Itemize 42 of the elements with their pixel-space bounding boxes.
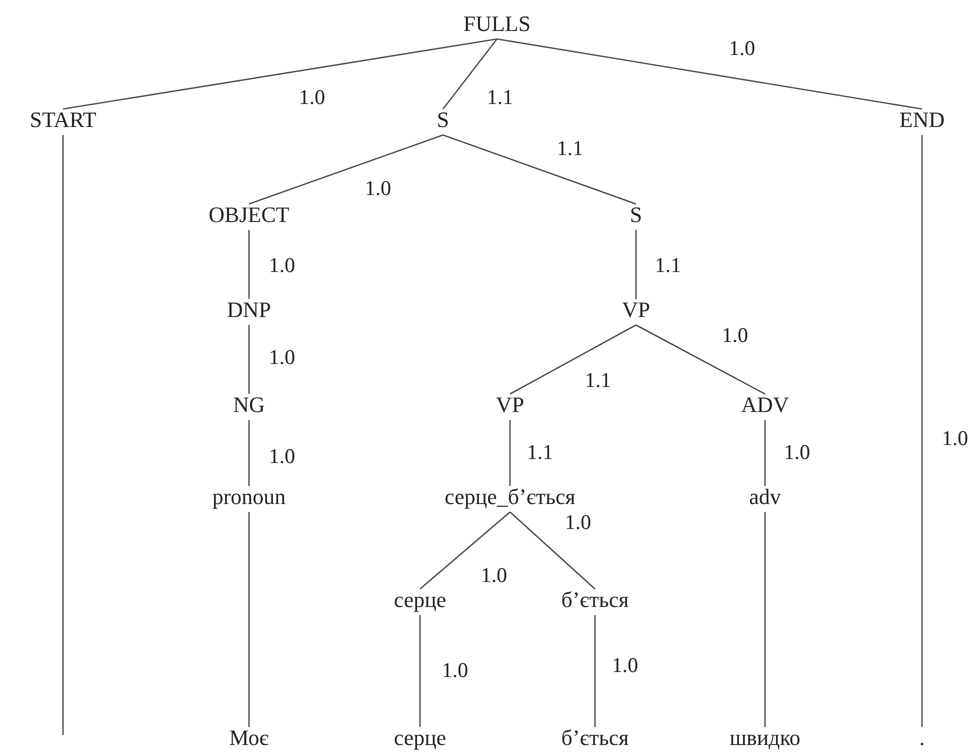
- tree-branch-line: [635, 230, 637, 299]
- tree-branch-line: [248, 325, 250, 394]
- tree-node-label: серце: [392, 725, 448, 751]
- tree-branch-line: [509, 420, 511, 486]
- tree-branch-line: [420, 512, 510, 590]
- tree-branch-line: [510, 512, 596, 590]
- tree-branch-line: [636, 324, 766, 395]
- tree-node-label: серце: [392, 587, 448, 613]
- tree-node-label: .: [917, 725, 927, 751]
- tree-node-label: DNP: [225, 297, 273, 323]
- tree-branch-line: [764, 512, 766, 727]
- tree-node-label: Моє: [227, 725, 271, 751]
- tree-node-label: ADV: [739, 392, 791, 418]
- tree-branch-line: [442, 134, 636, 205]
- tree-node-label: FULLS: [461, 11, 533, 37]
- tree-node-label: S: [628, 202, 644, 228]
- tree-node-label: VP: [620, 297, 652, 323]
- tree-branch-line: [62, 135, 64, 735]
- tree-node-label: б’ється: [559, 725, 631, 751]
- tree-branch-line: [594, 615, 596, 727]
- tree-node-label: швидко: [728, 725, 802, 751]
- tree-branch-line: [248, 512, 250, 727]
- tree-node-label: б’ється: [559, 587, 631, 613]
- tree-branch-line: [248, 230, 250, 299]
- tree-branch-line: [442, 38, 498, 110]
- tree-node-label: END: [897, 107, 947, 133]
- tree-node-label: серце_б’ється: [442, 484, 578, 510]
- tree-branch-line: [62, 38, 498, 110]
- tree-branch-line: [248, 134, 444, 205]
- tree-branch-line: [496, 38, 922, 110]
- tree-node-label: pronoun: [210, 484, 288, 510]
- tree-node-label: OBJECT: [206, 202, 292, 228]
- tree-node-label: START: [28, 107, 98, 133]
- tree-node-label: S: [434, 107, 452, 133]
- tree-node-label: VP: [494, 392, 526, 418]
- tree-node-label: adv: [747, 484, 783, 510]
- tree-branch-line: [510, 324, 636, 395]
- tree-branch-line: [764, 420, 766, 486]
- tree-branch-line: [248, 420, 250, 486]
- tree-node-label: NG: [231, 392, 267, 418]
- tree-branch-line: [419, 615, 421, 727]
- tree-branch-line: [921, 135, 923, 727]
